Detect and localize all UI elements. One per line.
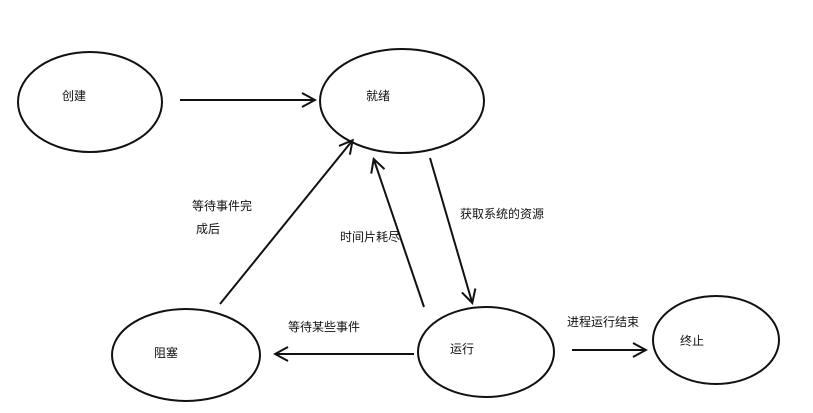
node-create-shape bbox=[17, 51, 163, 153]
label-wait-event: 等待某些事件 bbox=[288, 320, 360, 334]
node-ready-label: 就绪 bbox=[366, 89, 390, 103]
label-wait-complete-line1: 等待事件完 bbox=[192, 198, 252, 213]
node-create-label: 创建 bbox=[62, 89, 86, 103]
arrow-blocked-to-ready bbox=[219, 141, 352, 305]
node-terminated-shape bbox=[652, 295, 780, 385]
node-terminated: 终止 bbox=[652, 295, 780, 385]
node-running-shape bbox=[417, 306, 555, 398]
node-ready-shape bbox=[319, 48, 485, 154]
label-time-slice: 时间片耗尽 bbox=[340, 230, 400, 244]
label-wait-complete-line2: 成后 bbox=[196, 222, 220, 236]
node-running: 运行 bbox=[417, 306, 555, 398]
node-create: 创建 bbox=[17, 51, 163, 153]
node-ready: 就绪 bbox=[319, 48, 485, 154]
node-running-label: 运行 bbox=[450, 342, 474, 356]
node-blocked-label: 阻塞 bbox=[154, 345, 178, 360]
arrow-ready-to-running bbox=[429, 157, 472, 302]
label-get-resources: 获取系统的资源 bbox=[460, 206, 544, 221]
node-terminated-label: 终止 bbox=[680, 333, 704, 348]
node-blocked: 阻塞 bbox=[111, 308, 261, 402]
label-process-end: 进程运行结束 bbox=[567, 314, 639, 329]
arrow-running-to-ready bbox=[374, 160, 425, 308]
node-blocked-shape bbox=[111, 308, 261, 402]
